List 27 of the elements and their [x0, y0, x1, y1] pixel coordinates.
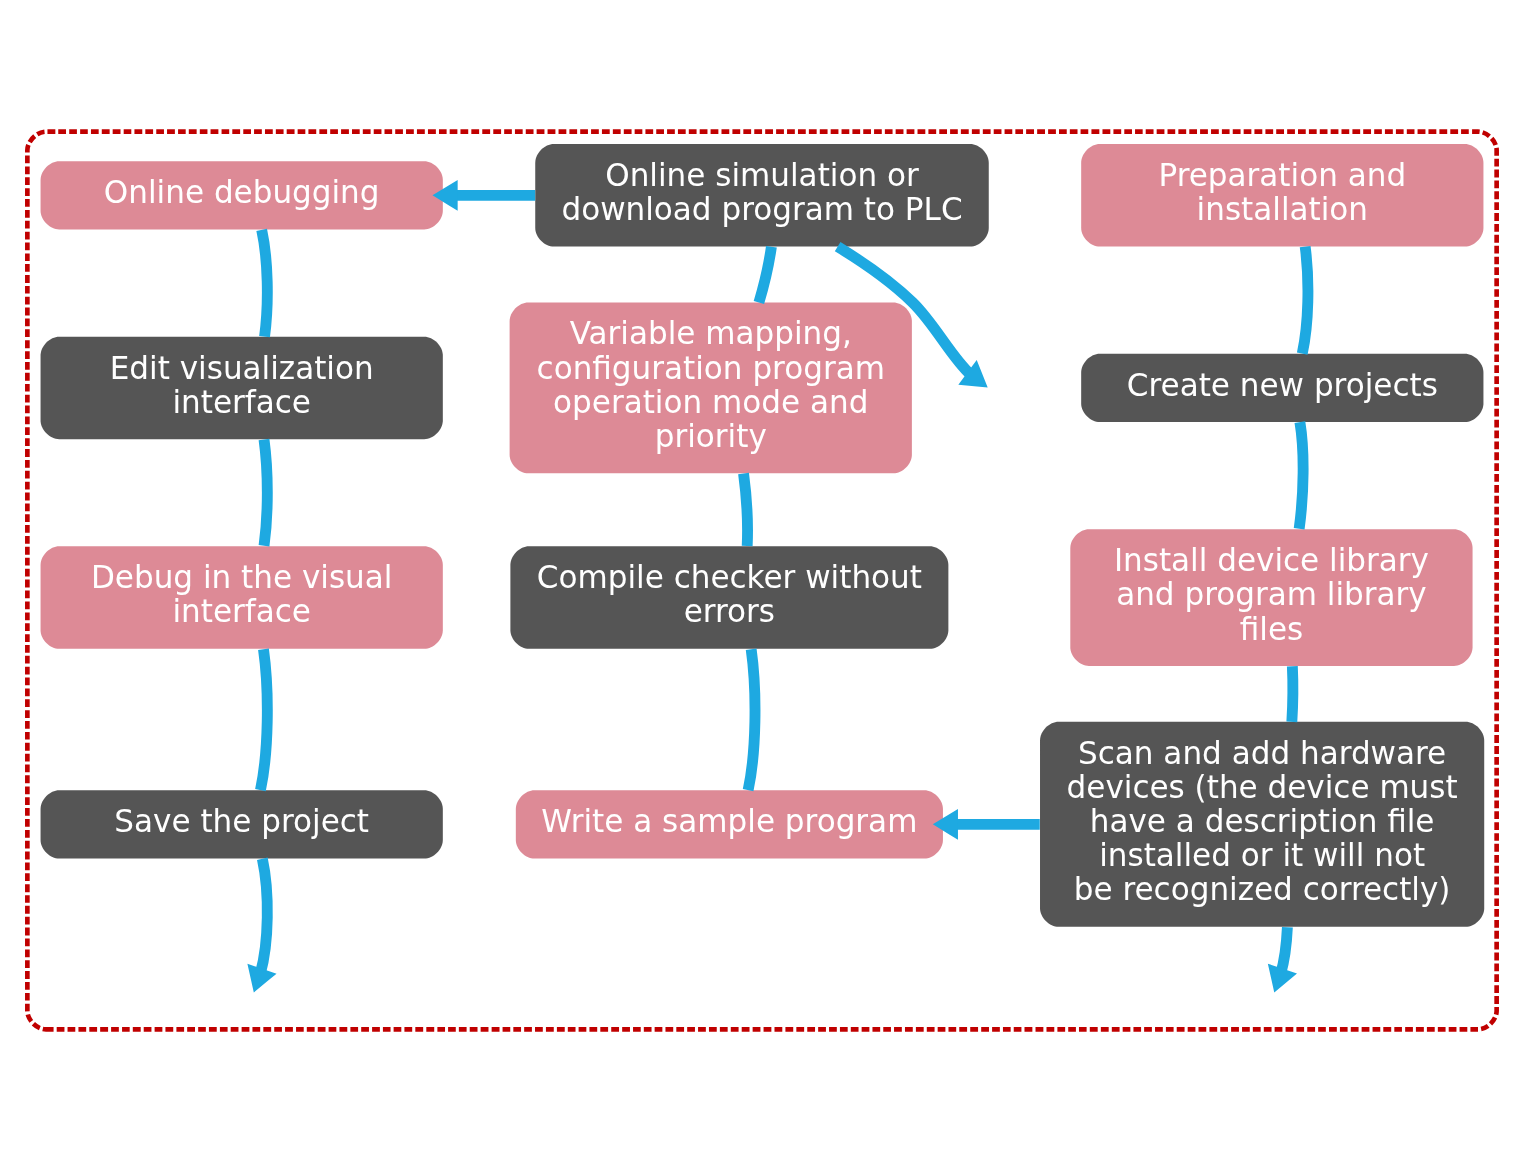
connector	[1296, 245, 1314, 355]
connector	[738, 472, 753, 546]
node-box: Debug in the visual interface	[40, 545, 443, 649]
node-box: Variable mapping, configuration program operation mode and priority	[509, 302, 912, 473]
arrow	[834, 241, 988, 387]
node-box: Write a sample program	[515, 789, 943, 858]
node-box: Create new projects	[1081, 353, 1484, 422]
node-box: Edit visualization interface	[40, 336, 443, 439]
node-box: Online simulation or download program to PLC	[535, 143, 989, 247]
arrow	[932, 808, 1040, 840]
connector	[258, 438, 273, 546]
node-box: Save the project	[40, 789, 443, 858]
node-box: Online debugging	[40, 160, 443, 229]
connector	[742, 648, 761, 791]
node-box: Scan and add hardware devices (the device must have a description file installed or it will not be recognized correctly)	[1040, 721, 1485, 927]
arrow	[1267, 926, 1297, 992]
cluster	[25, 128, 1499, 1032]
arrow	[432, 179, 536, 211]
connector	[1286, 665, 1299, 722]
node-box: Install device library and program library files	[1070, 528, 1473, 666]
node-box: Preparation and installation	[1081, 143, 1484, 247]
connector	[1293, 420, 1309, 529]
connector	[256, 228, 273, 337]
node-box: Compile checker without errors	[510, 545, 949, 649]
arrow	[247, 857, 277, 992]
connector	[255, 648, 273, 791]
connector	[753, 245, 777, 304]
